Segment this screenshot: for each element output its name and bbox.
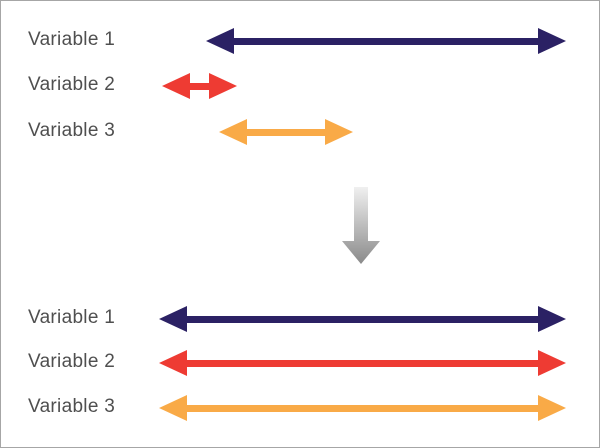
variable-label: Variable 3 [28, 120, 116, 142]
range-arrow-red [162, 73, 237, 99]
arrow-left-head [159, 350, 187, 376]
arrow-stem [186, 359, 539, 367]
variable-label: Variable 1 [28, 29, 116, 51]
arrow-left-head [162, 73, 190, 99]
range-arrow-orange [219, 119, 353, 145]
arrow-left-head [159, 395, 187, 421]
variable-label: Variable 2 [28, 351, 116, 373]
arrow-right-head [325, 119, 353, 145]
range-arrow-red [159, 350, 566, 376]
arrow-right-head [538, 395, 566, 421]
arrow-left-head [159, 306, 187, 332]
range-arrow-orange [159, 395, 566, 421]
arrow-stem [233, 37, 539, 45]
arrow-right-head [538, 28, 566, 54]
arrow-stem [186, 315, 539, 323]
arrow-right-head [538, 350, 566, 376]
range-arrow-navy [206, 28, 566, 54]
arrow-right-head [538, 306, 566, 332]
arrow-stem [186, 404, 539, 412]
arrow-stem [246, 128, 326, 136]
variable-label: Variable 3 [28, 396, 116, 418]
arrow-left-head [219, 119, 247, 145]
arrow-stem [189, 82, 210, 90]
arrow-right-head [209, 73, 237, 99]
down-arrow-icon [342, 187, 380, 264]
arrow-left-head [206, 28, 234, 54]
variable-label: Variable 1 [28, 307, 116, 329]
range-arrow-navy [159, 306, 566, 332]
variable-label: Variable 2 [28, 74, 116, 96]
